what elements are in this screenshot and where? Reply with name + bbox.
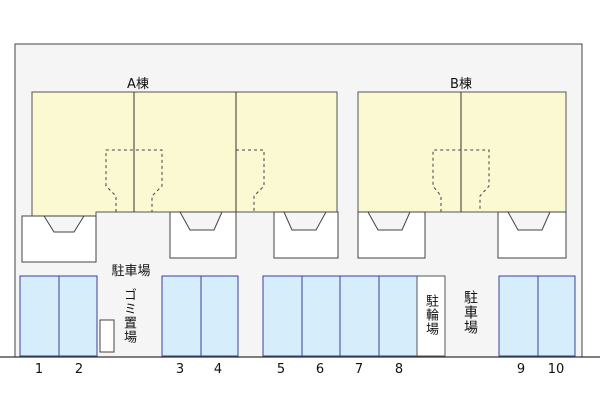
balcony-a2 bbox=[169, 211, 237, 259]
parking-space-6 bbox=[301, 275, 341, 357]
parking-number-10: 10 bbox=[548, 362, 565, 377]
parking-number-1: 1 bbox=[35, 362, 43, 377]
parking-space-8 bbox=[378, 275, 418, 357]
parking-space-4 bbox=[200, 275, 239, 357]
bicycle-parking-label: 駐輪場 bbox=[423, 294, 438, 336]
balcony-a1 bbox=[21, 215, 97, 263]
parking-label-right: 駐車場 bbox=[462, 290, 478, 335]
building-b-outline bbox=[357, 91, 567, 213]
bicycle-parking bbox=[416, 275, 446, 357]
parking-number-9: 9 bbox=[517, 362, 525, 377]
building-a-outline bbox=[31, 91, 338, 217]
parking-label-center: 駐車場 bbox=[111, 264, 150, 279]
parking-number-2: 2 bbox=[75, 362, 83, 377]
parking-number-6: 6 bbox=[316, 362, 324, 377]
balcony-b2 bbox=[497, 211, 567, 259]
building-b: B棟 bbox=[357, 77, 567, 259]
parking-space-10 bbox=[537, 275, 576, 357]
building-a: A棟 bbox=[21, 77, 339, 263]
garbage-area-label: ゴミ置場 bbox=[121, 288, 136, 344]
parking-space-5 bbox=[262, 275, 303, 357]
parking-numbers: 1 2 3 4 5 6 7 8 9 10 bbox=[35, 362, 564, 377]
parking-number-7: 7 bbox=[355, 362, 363, 377]
parking-number-5: 5 bbox=[277, 362, 285, 377]
parking-number-3: 3 bbox=[176, 362, 184, 377]
garbage-bin bbox=[99, 319, 115, 353]
parking-space-9 bbox=[498, 275, 539, 357]
parking-number-4: 4 bbox=[214, 362, 222, 377]
parking-space-1 bbox=[19, 275, 60, 357]
building-a-label: A棟 bbox=[127, 77, 149, 92]
parking-spaces bbox=[19, 275, 576, 357]
balcony-a3 bbox=[273, 211, 339, 259]
parking-number-8: 8 bbox=[395, 362, 403, 377]
parking-space-3 bbox=[161, 275, 202, 357]
parking-space-7 bbox=[339, 275, 380, 357]
balcony-b1 bbox=[357, 211, 426, 259]
building-b-label: B棟 bbox=[450, 77, 472, 92]
parking-space-2 bbox=[58, 275, 98, 357]
